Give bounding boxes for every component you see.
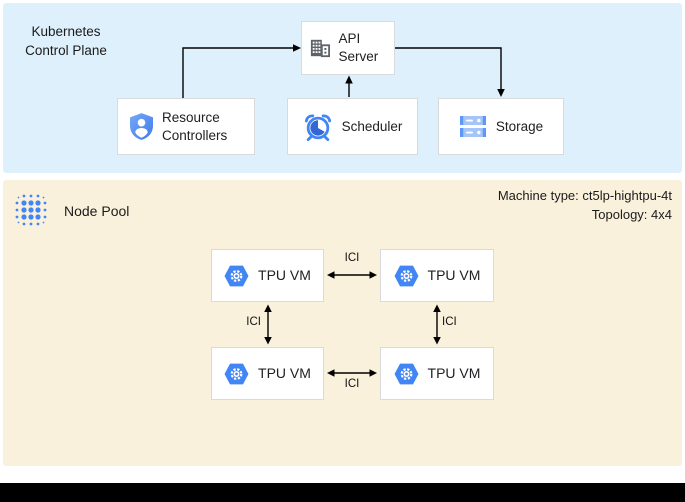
tpu-vm-node-2: TPU VM bbox=[380, 249, 494, 302]
topology-text: Topology: 4x4 bbox=[591, 206, 672, 222]
api-server-label: API Server bbox=[338, 31, 379, 64]
building-icon bbox=[310, 39, 330, 58]
tpu-vm-label: TPU VM bbox=[427, 365, 481, 382]
resource-controllers-node: Resource Controllers bbox=[117, 98, 255, 155]
storage-node: Storage bbox=[438, 98, 564, 155]
server-stack-icon bbox=[459, 115, 486, 137]
gke-hexagon-icon bbox=[394, 363, 419, 384]
scheduler-node: Scheduler bbox=[287, 98, 418, 155]
scheduler-label: Scheduler bbox=[341, 118, 403, 134]
ici-link-label-top: ICI bbox=[344, 252, 360, 264]
api-server-node: API Server bbox=[301, 21, 395, 75]
node-pool-meta: Machine type: ct5lp-hightpu-4t Topology:… bbox=[498, 187, 672, 225]
ici-link-label-left: ICI bbox=[246, 316, 261, 328]
ici-link-label-bottom: ICI bbox=[344, 378, 360, 390]
tpu-vm-label: TPU VM bbox=[427, 267, 481, 284]
ici-link-label-right: ICI bbox=[442, 316, 457, 328]
dot-grid-icon bbox=[15, 194, 47, 226]
gke-hexagon-icon bbox=[224, 265, 249, 286]
control-plane-title: Kubernetes Control Plane bbox=[25, 24, 107, 58]
tpu-vm-node-1: TPU VM bbox=[211, 249, 324, 302]
tpu-vm-label: TPU VM bbox=[258, 267, 311, 284]
machine-type-text: Machine type: ct5lp-hightpu-4t bbox=[497, 188, 672, 203]
tpu-vm-label: TPU VM bbox=[258, 365, 311, 382]
tpu-vm-node-3: TPU VM bbox=[211, 347, 324, 400]
gke-hexagon-icon bbox=[394, 265, 419, 286]
resource-controllers-label: Resource Controllers bbox=[162, 109, 228, 143]
tpu-vm-node-4: TPU VM bbox=[380, 347, 494, 400]
gke-hexagon-icon bbox=[224, 363, 249, 384]
shield-user-icon bbox=[130, 113, 153, 140]
storage-label: Storage bbox=[495, 118, 544, 134]
alarm-clock-icon bbox=[304, 114, 331, 141]
node-pool-panel bbox=[3, 180, 682, 466]
bottom-edge-bar bbox=[0, 483, 685, 502]
node-pool-title: Node Pool bbox=[64, 203, 130, 219]
